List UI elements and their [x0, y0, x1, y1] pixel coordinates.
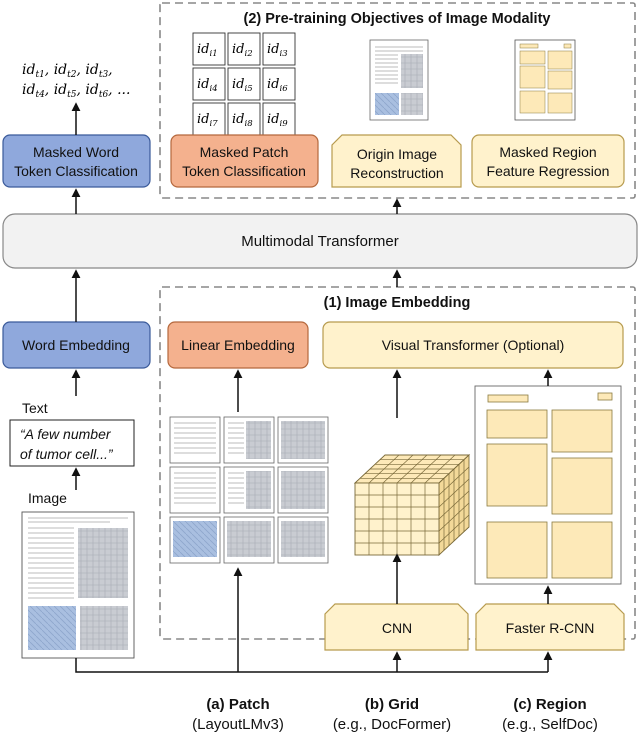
svg-text:(c) Region: (c) Region — [513, 696, 586, 713]
image-patch — [277, 516, 329, 564]
masked-word-box: Masked Word Token Classification — [2, 134, 151, 188]
word-embedding-box: Word Embedding — [2, 321, 151, 369]
svg-text:Origin Image: Origin Image — [357, 146, 437, 162]
pretrain-section — [159, 2, 636, 199]
faster-rcnn-box: Faster R-CNN — [475, 603, 625, 651]
svg-text:(a) Patch: (a) Patch — [206, 696, 269, 713]
image-patch — [169, 416, 221, 464]
method-grid: (b) Grid (e.g., DocFormer) — [333, 696, 451, 733]
image-token-cell — [192, 32, 226, 66]
image-patch — [277, 466, 329, 514]
svg-text:idt1, idt2, idt3,: idt1, idt2, idt3, — [22, 62, 113, 80]
svg-text:idt4, idt5, idt6, ...: idt4, idt5, idt6, ... — [22, 82, 130, 100]
svg-text:Masked Region: Masked Region — [499, 144, 596, 160]
masked-patch-box: Masked Patch Token Classification — [170, 134, 319, 188]
svg-text:Masked Word: Masked Word — [33, 144, 119, 160]
image-token-cell — [227, 67, 261, 101]
image-patch — [277, 416, 329, 464]
svg-text:Visual Transformer (Optional): Visual Transformer (Optional) — [382, 337, 565, 353]
svg-text:“A few number: “A few number — [20, 426, 112, 442]
image-token-cell — [227, 32, 261, 66]
svg-text:Linear Embedding: Linear Embedding — [181, 337, 295, 353]
svg-text:CNN: CNN — [382, 620, 412, 636]
cnn-box: CNN — [324, 603, 469, 651]
image-token-cell — [192, 67, 226, 101]
svg-text:(e.g., SelfDoc): (e.g., SelfDoc) — [502, 716, 598, 733]
reconstruction-page-thumbnail — [369, 39, 429, 121]
image-patch — [169, 516, 221, 564]
image-token-cell — [192, 102, 226, 136]
text-input-box: “A few number of tumor cell...” — [9, 419, 135, 467]
svg-text:Token Classification: Token Classification — [14, 163, 138, 179]
origin-image-box: Origin Image Reconstruction — [331, 134, 462, 188]
svg-text:Word Embedding: Word Embedding — [22, 337, 130, 353]
multimodal-transformer-box: Multimodal Transformer — [2, 213, 638, 269]
region-page-thumbnail — [514, 39, 576, 121]
image-patch — [223, 466, 275, 514]
method-region: (c) Region (e.g., SelfDoc) — [502, 696, 598, 733]
svg-text:Token Classification: Token Classification — [182, 163, 306, 179]
svg-text:Multimodal Transformer: Multimodal Transformer — [241, 233, 399, 250]
image-label: Image — [28, 490, 67, 506]
image-token-cell — [262, 102, 296, 136]
svg-text:(b) Grid: (b) Grid — [365, 696, 419, 713]
image-patch — [223, 516, 275, 564]
svg-text:Faster R-CNN: Faster R-CNN — [506, 620, 595, 636]
svg-text:(e.g., DocFormer): (e.g., DocFormer) — [333, 716, 451, 733]
image-token-cell — [262, 32, 296, 66]
image-token-cell — [262, 67, 296, 101]
region-document — [474, 385, 622, 585]
flow-arrows — [71, 102, 553, 673]
text-label: Text — [22, 400, 48, 416]
visual-transformer-box: Visual Transformer (Optional) — [322, 321, 624, 369]
image-patch — [223, 416, 275, 464]
svg-text:of tumor cell...”: of tumor cell...” — [20, 446, 114, 462]
cnn-feature-cube — [353, 453, 471, 557]
masked-region-box: Masked Region Feature Regression — [471, 134, 625, 188]
image-patch — [169, 466, 221, 514]
svg-text:Reconstruction: Reconstruction — [350, 165, 443, 181]
text-token-ids: idt1, idt2, idt3, idt4, idt5, idt6, ... — [22, 62, 130, 100]
svg-text:(LayoutLMv3): (LayoutLMv3) — [192, 716, 284, 733]
input-document-image — [21, 511, 135, 659]
svg-text:Masked Patch: Masked Patch — [200, 144, 289, 160]
svg-text:Feature Regression: Feature Regression — [487, 163, 610, 179]
pretrain-section-title: (2) Pre-training Objectives of Image Mod… — [244, 11, 551, 27]
linear-embedding-box: Linear Embedding — [167, 321, 309, 369]
method-patch: (a) Patch (LayoutLMv3) — [192, 696, 284, 733]
patch-grid — [169, 416, 329, 564]
embedding-section-title: (1) Image Embedding — [324, 295, 471, 311]
